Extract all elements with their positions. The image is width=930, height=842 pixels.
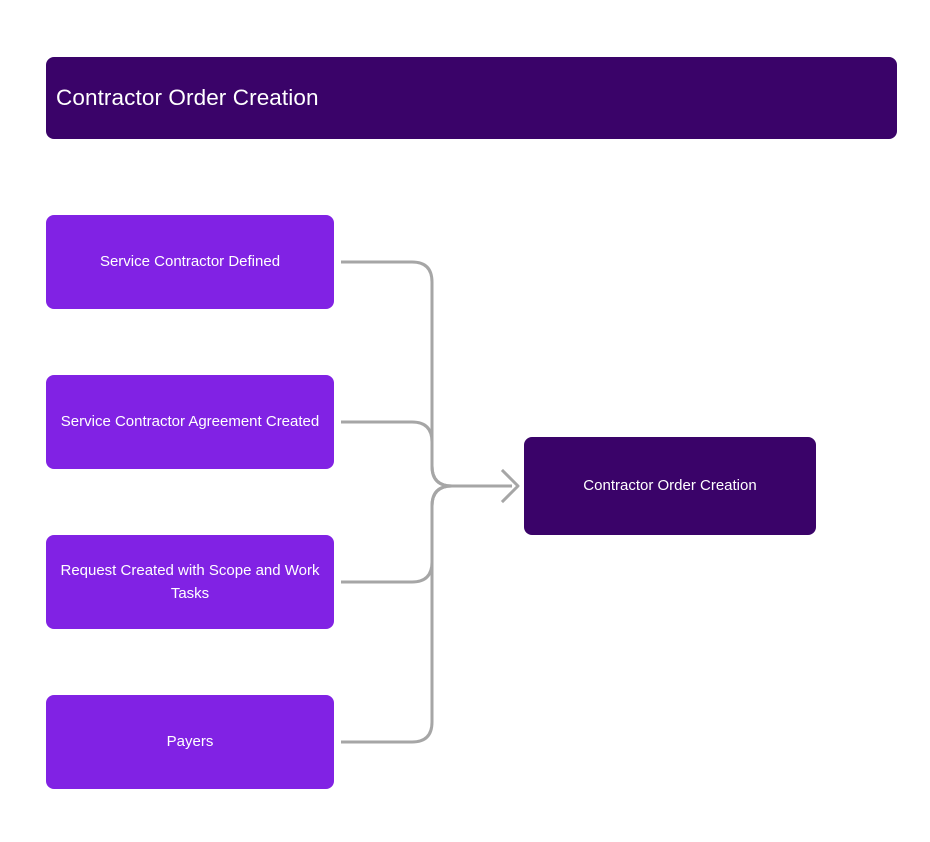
node-label: Contractor Order Creation bbox=[583, 477, 757, 495]
node-contractor-order-creation[interactable]: Contractor Order Creation bbox=[524, 437, 816, 535]
edge-request-created-with-scope-and-work-tasks bbox=[341, 484, 512, 584]
diagram-title-banner: Contractor Order Creation bbox=[46, 57, 897, 139]
page-title: Contractor Order Creation bbox=[56, 84, 319, 110]
node-service-contractor-defined[interactable]: Service Contractor Defined bbox=[46, 215, 334, 309]
node-label: Request Created with Scope and Work Task… bbox=[60, 561, 320, 602]
edge-payers bbox=[341, 484, 512, 744]
node-payers[interactable]: Payers bbox=[46, 695, 334, 789]
arrow-head-icon bbox=[500, 468, 520, 504]
edge-service-contractor-defined bbox=[341, 260, 512, 488]
node-request-created-with-scope-and-work-tasks[interactable]: Request Created with Scope and Work Task… bbox=[46, 535, 334, 629]
node-service-contractor-agreement-created[interactable]: Service Contractor Agreement Created bbox=[46, 375, 334, 469]
node-label: Service Contractor Agreement Created bbox=[60, 413, 320, 431]
node-label: Service Contractor Defined bbox=[99, 253, 281, 271]
edge-service-contractor-agreement-created bbox=[341, 420, 512, 488]
node-label: Payers bbox=[166, 733, 214, 751]
